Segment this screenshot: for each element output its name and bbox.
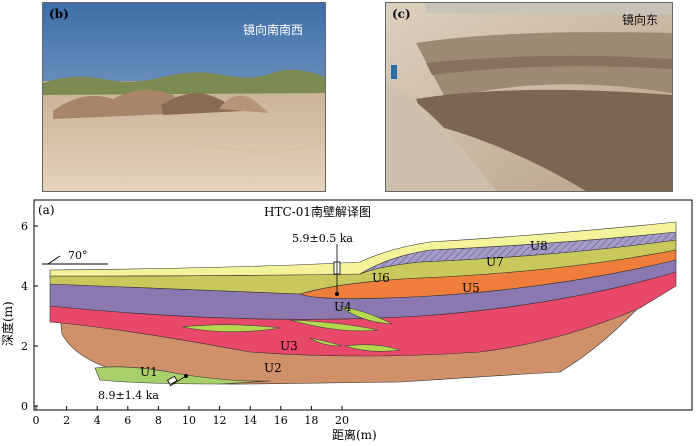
label-u7: U7	[486, 255, 504, 269]
y-tick-label: 4	[21, 280, 28, 293]
y-tick-label: 0	[21, 400, 28, 413]
photo-c-direction: 镜向东	[622, 13, 659, 27]
lens-1	[181, 324, 281, 333]
x-tick-label: 16	[274, 414, 288, 427]
label-u5: U5	[462, 281, 480, 295]
lens-5	[344, 344, 401, 352]
profile-title: HTC-01南壁解译图	[264, 204, 371, 219]
sample-leader-lower	[169, 375, 187, 387]
x-tick-label: 20	[335, 414, 349, 427]
x-tick-label: 12	[213, 414, 227, 427]
x-axis-label: 距离(m)	[332, 427, 377, 442]
y-axis: 0 2 4 6	[21, 220, 38, 413]
dip-angle: 70°	[68, 249, 88, 262]
age-lower: 8.9±1.4 ka	[98, 389, 159, 402]
photo-b-label: (b)	[49, 7, 69, 21]
age-upper: 5.9±0.5 ka	[292, 232, 353, 245]
x-tick-label: 0	[33, 414, 40, 427]
x-tick-label: 8	[155, 414, 162, 427]
label-u6: U6	[372, 271, 390, 285]
photo-trench-south-southwest: (b) 镜向南南西	[42, 2, 326, 192]
lens-4	[309, 337, 343, 347]
dip-arrow	[47, 255, 61, 265]
sample-tube-lower	[166, 375, 178, 386]
x-axis: 0 2 4 6 8 10 12 14 16 18 20	[33, 406, 349, 427]
x-tick-label: 18	[304, 414, 318, 427]
x-tick-label: 4	[94, 414, 101, 427]
x-tick-label: 2	[63, 414, 70, 427]
label-u2: U2	[264, 361, 282, 375]
x-tick-label: 14	[243, 414, 257, 427]
photo-c-label: (c)	[392, 7, 411, 21]
lens-3	[339, 305, 393, 325]
photo-trench-east: (c) 镜向东	[385, 2, 673, 192]
y-tick-label: 6	[21, 220, 28, 233]
photo-c-image	[386, 3, 672, 191]
x-tick-label: 6	[124, 414, 131, 427]
sample-point-upper	[335, 292, 339, 296]
plot-frame	[33, 199, 693, 411]
label-u1: U1	[140, 365, 158, 379]
trench-profile-diagram: (a) HTC-01南壁解译图 70° U1 U2 U3 U4 U5 U6 U7…	[0, 199, 693, 442]
y-tick-label: 2	[21, 340, 28, 353]
unit-u8	[49, 221, 677, 277]
label-u8: U8	[530, 239, 548, 253]
label-u3: U3	[280, 339, 298, 353]
label-u4: U4	[334, 300, 352, 314]
photo-b-direction: 镜向南南西	[243, 23, 304, 37]
x-tick-label: 10	[182, 414, 196, 427]
photo-b-image	[43, 3, 325, 191]
y-axis-label: 深度(m)	[0, 301, 15, 346]
lens-2	[289, 319, 379, 332]
unit-u1	[94, 366, 271, 385]
profile-label: (a)	[38, 203, 55, 217]
